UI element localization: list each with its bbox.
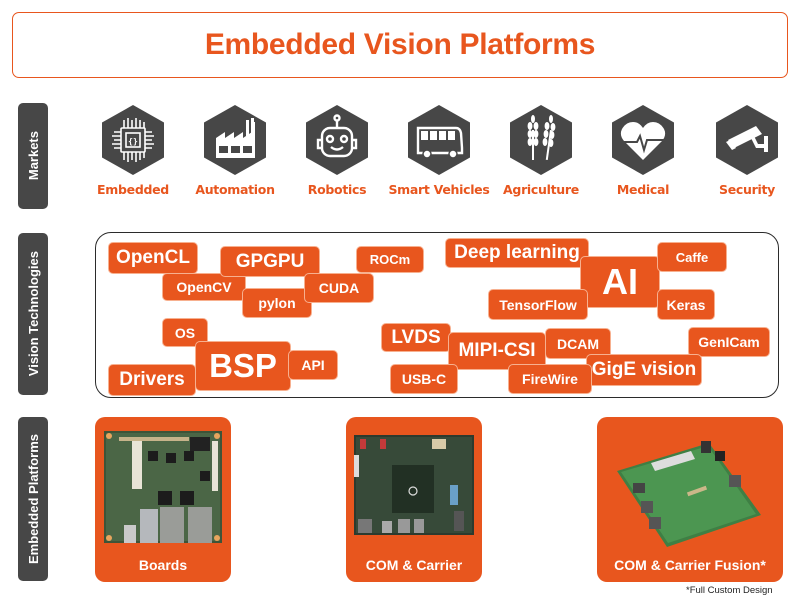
title-banner: Embedded Vision Platforms: [12, 12, 788, 78]
section-label-text: Embedded Platforms: [25, 433, 41, 565]
tag-rocm: ROCm: [356, 246, 424, 273]
market-security: Security: [702, 104, 792, 197]
tag-usb-c: USB-C: [390, 364, 458, 394]
platform-boards: Boards: [95, 417, 231, 582]
tag-gige-vision: GigE vision: [586, 354, 702, 386]
tag-lvds: LVDS: [381, 323, 451, 352]
market-label: Agriculture: [503, 182, 579, 197]
market-label: Medical: [616, 182, 670, 197]
market-embedded: {} Embedded: [88, 104, 178, 197]
tag-tensorflow: TensorFlow: [488, 289, 588, 320]
security-camera-icon: [716, 105, 778, 175]
tag-deep-learning: Deep learning: [445, 238, 589, 268]
chip-icon: {}: [102, 105, 164, 175]
market-label: Smart Vehicles: [388, 182, 490, 197]
market-automation: Automation: [190, 104, 280, 197]
platform-com-carrier: COM & Carrier: [346, 417, 482, 582]
tag-gpgpu: GPGPU: [220, 246, 320, 277]
tag-pylon: pylon: [242, 288, 312, 318]
section-label-text: Vision Technologies: [25, 251, 41, 377]
market-smart-vehicles: Smart Vehicles: [388, 104, 490, 197]
board-image: [617, 441, 761, 547]
footnote: *Full Custom Design: [686, 585, 773, 596]
market-agriculture: Agriculture: [496, 104, 586, 197]
platform-label: COM & Carrier Fusion*: [614, 557, 766, 573]
tag-caffe: Caffe: [657, 242, 727, 272]
factory-icon: [204, 105, 266, 175]
tag-mipi-csi: MIPI-CSI: [448, 332, 546, 370]
robot-icon: [306, 105, 368, 175]
tag-cuda: CUDA: [304, 273, 374, 303]
tag-firewire: FireWire: [508, 364, 592, 394]
tag-api: API: [288, 350, 338, 380]
section-label-vision-technologies: Vision Technologies: [18, 233, 48, 395]
tag-genicam: GenICam: [688, 327, 770, 357]
bus-icon: [408, 105, 470, 175]
tag-opencl: OpenCL: [108, 242, 198, 274]
platform-label: Boards: [138, 557, 188, 573]
market-label: Embedded: [97, 182, 169, 197]
page-title: Embedded Vision Platforms: [204, 28, 596, 61]
market-label: Robotics: [307, 182, 367, 197]
market-robotics: Robotics: [292, 104, 382, 197]
tag-bsp: BSP: [195, 341, 291, 391]
heart-pulse-icon: [612, 105, 674, 175]
tag-ai: AI: [580, 256, 660, 308]
board-image: [104, 431, 222, 543]
markets-row: {} Embedded Automation: [88, 104, 798, 204]
platform-com-carrier-fusion: COM & Carrier Fusion*: [597, 417, 783, 582]
board-image: [354, 435, 474, 535]
tag-drivers: Drivers: [108, 364, 196, 396]
section-label-markets: Markets: [18, 103, 48, 209]
wheat-icon: [510, 105, 572, 175]
tag-keras: Keras: [657, 289, 715, 320]
platform-label: COM & Carrier: [365, 557, 463, 573]
tag-dcam: DCAM: [545, 328, 611, 359]
market-label: Security: [719, 182, 775, 197]
market-medical: Medical: [598, 104, 688, 197]
section-label-text: Markets: [25, 131, 41, 181]
tag-opencv: OpenCV: [162, 273, 246, 301]
section-label-embedded-platforms: Embedded Platforms: [18, 417, 48, 581]
market-label: Automation: [195, 182, 275, 197]
svg-text:{}: {}: [128, 137, 138, 146]
